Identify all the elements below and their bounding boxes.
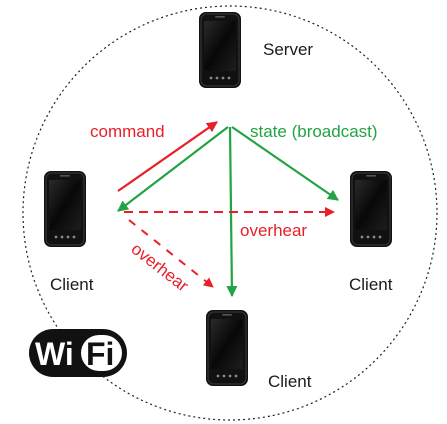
edge-state-to-right-client <box>231 126 339 201</box>
server-label: Server <box>263 40 313 59</box>
client-left-phone-icon <box>43 170 87 248</box>
edge-state-to-left-client <box>117 126 229 212</box>
overhear-diagonal-label: overhear <box>128 239 193 295</box>
wifi-logo-text-fi: Fi <box>86 336 114 372</box>
client-bottom-phone-icon <box>205 309 249 387</box>
overhear-horizontal-label: overhear <box>240 221 307 240</box>
client-left-label: Client <box>50 275 94 294</box>
state-broadcast-label: state (broadcast) <box>250 122 378 141</box>
client-right-label: Client <box>349 275 393 294</box>
client-right-phone-icon <box>349 170 393 248</box>
wifi-logo-text-wi: Wi <box>35 336 74 372</box>
command-label: command <box>90 122 165 141</box>
edge-command-to-server <box>117 121 218 192</box>
edge-overhear-diagonal <box>128 219 214 288</box>
server-phone-icon <box>198 11 242 89</box>
wifi-coverage-boundary <box>22 5 438 421</box>
client-bottom-label: Client <box>268 372 312 391</box>
wifi-logo-icon: Wi Fi <box>29 329 127 377</box>
